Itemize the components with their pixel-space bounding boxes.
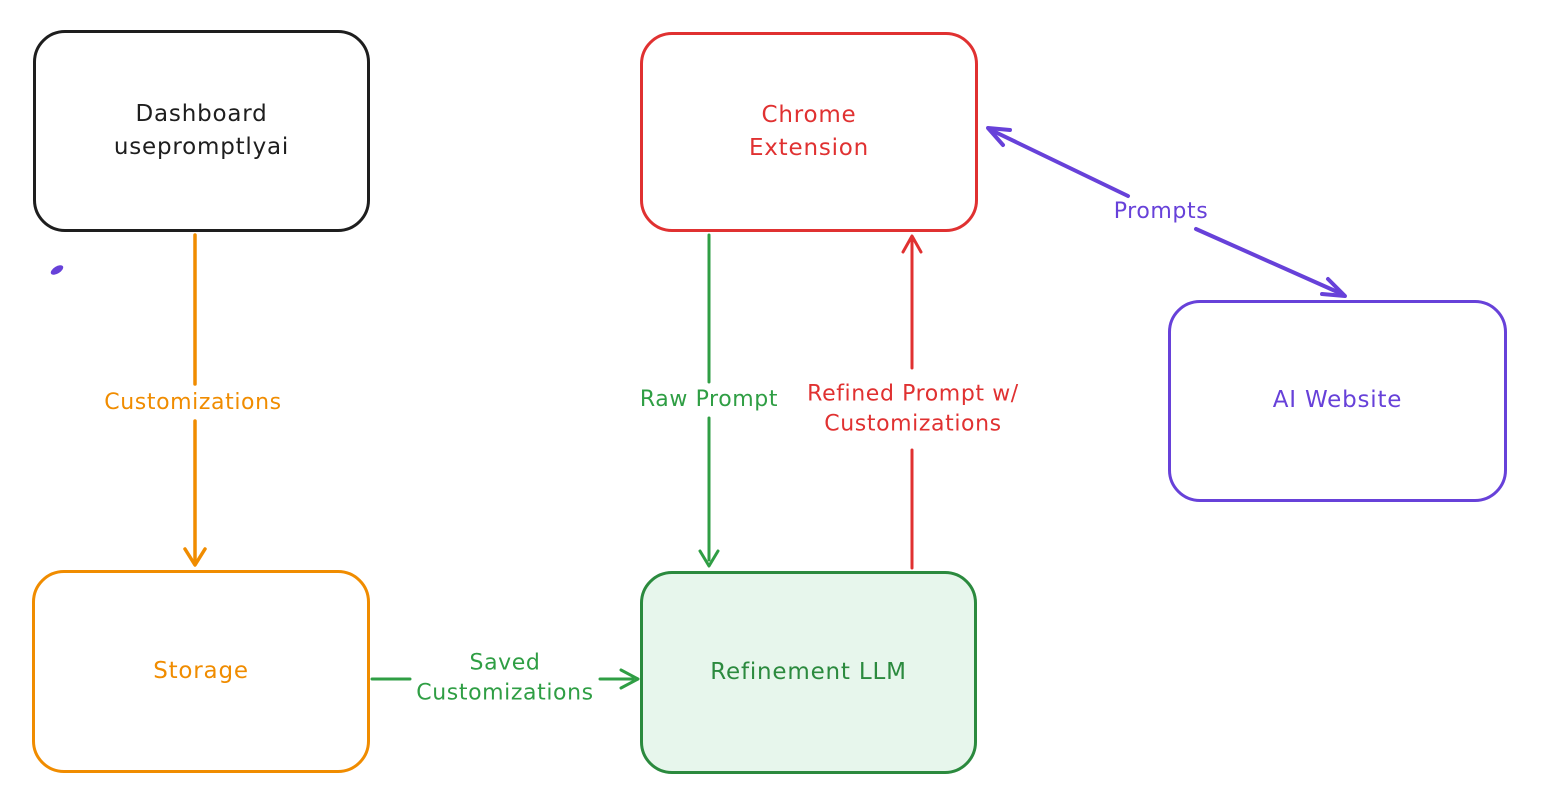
edge-label-raw-prompt: Raw Prompt <box>639 387 779 413</box>
stray-mark <box>50 265 64 275</box>
edge-label-refined-prompt: Refined Prompt w/ Customizations <box>807 381 1019 436</box>
arrowhead-down-icon <box>698 549 720 568</box>
node-ai-website: AI Website <box>1168 300 1507 502</box>
node-storage-label: Storage <box>153 657 249 684</box>
arrowhead-up-icon <box>901 234 923 254</box>
node-ai-website-label: AI Website <box>1272 387 1403 414</box>
arrowhead-up-left-icon <box>986 126 1012 147</box>
node-refinement-llm-label: Refinement LLM <box>710 658 907 685</box>
node-refinement-llm: Refinement LLM <box>640 571 977 774</box>
arrowhead-down-right-icon <box>1320 277 1347 298</box>
arrowhead-right-icon <box>619 668 640 690</box>
node-dashboard-label: Dashboard usepromptlyai <box>113 100 290 160</box>
edge-label-prompts: Prompts <box>1113 199 1209 225</box>
node-chrome-extension: Chrome Extension <box>640 32 978 232</box>
edge-label-customizations: Customizations <box>104 390 282 416</box>
node-dashboard: Dashboard usepromptlyai <box>33 30 370 232</box>
node-chrome-extension-label: Chrome Extension <box>748 101 870 161</box>
arrowhead-down-icon <box>183 547 207 567</box>
edge-label-saved-customizations: Saved Customizations <box>416 650 594 705</box>
node-storage: Storage <box>32 570 370 773</box>
